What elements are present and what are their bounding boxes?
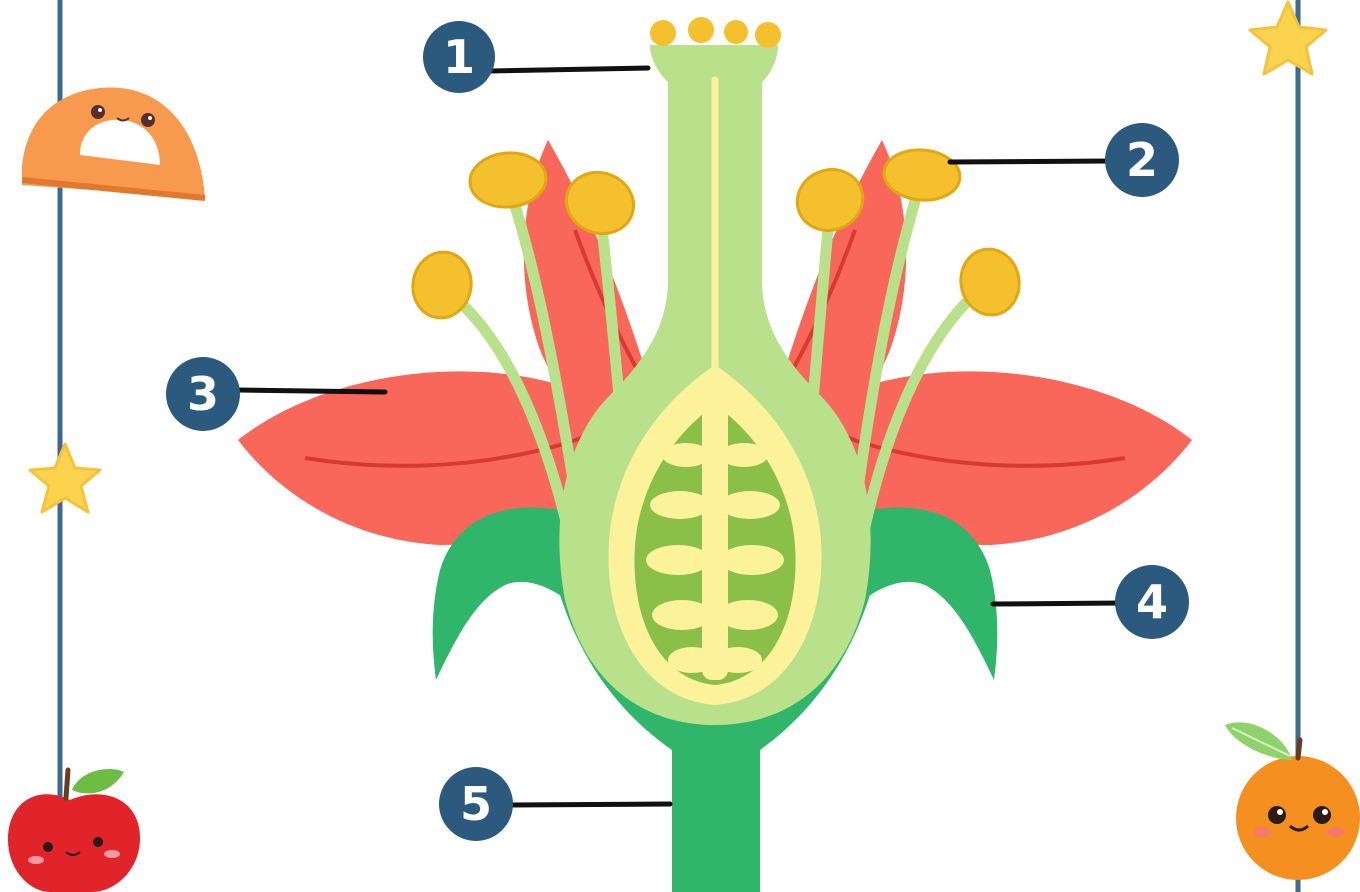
label-badge-3: 3	[166, 357, 240, 431]
label-number-4: 4	[1136, 575, 1168, 629]
label-number-2: 2	[1126, 133, 1158, 187]
protractor-icon	[22, 88, 205, 198]
label-badge-5: 5	[439, 767, 513, 841]
label-number-1: 1	[443, 30, 475, 84]
stigma-pollen	[650, 17, 781, 48]
label-number-5: 5	[460, 777, 492, 831]
star-icon-left	[30, 444, 100, 512]
label-badge-2: 2	[1105, 123, 1179, 197]
apple-icon	[8, 769, 140, 892]
label-number-3: 3	[187, 367, 219, 421]
orange-icon	[1225, 722, 1360, 880]
star-icon-right	[1250, 2, 1326, 74]
label-badge-4: 4	[1115, 565, 1189, 639]
label-badge-1: 1	[423, 21, 495, 93]
